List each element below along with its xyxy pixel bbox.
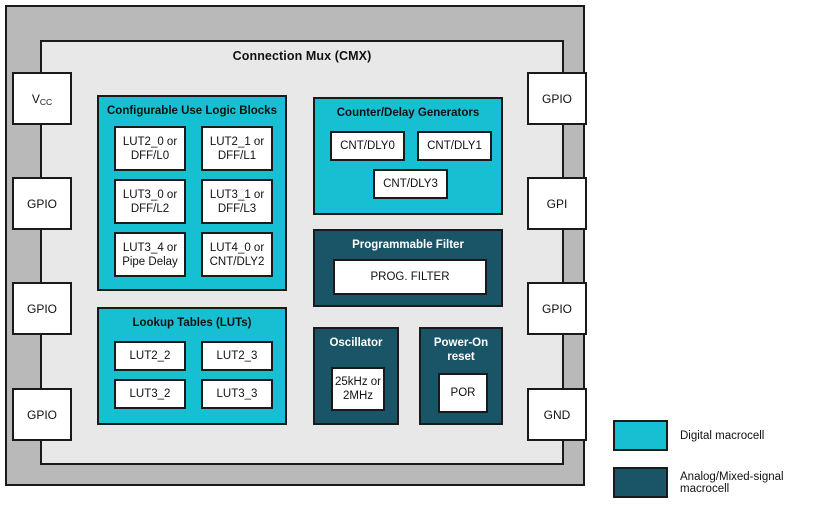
pin-pad-left-gpio: GPIO: [12, 388, 72, 441]
macrocell-block: LUT3_2: [114, 379, 186, 409]
legend-swatch-analog: [613, 467, 668, 498]
macrocell-block: LUT3_0 or DFF/L2: [114, 179, 186, 224]
legend-swatch-digital: [613, 420, 668, 451]
macrocell-block: LUT4_0 or CNT/DLY2: [201, 232, 273, 277]
macrocell-block: LUT2_3: [201, 341, 273, 371]
pin-pad-right-gpio: GPIO: [527, 72, 587, 125]
group-title-luts: Lookup Tables (LUTs): [132, 317, 252, 329]
group-title-progfilter: Programmable Filter: [352, 239, 464, 251]
legend-label: Analog/Mixed-signal macrocell: [680, 470, 784, 495]
legend-item-digital: Digital macrocell: [613, 420, 825, 451]
pin-pad-right-gpi: GPI: [527, 177, 587, 230]
pin-label: GPIO: [26, 301, 57, 316]
macrocell-block: LUT2_0 or DFF/L0: [114, 126, 186, 171]
group-title-oscillator: Oscillator: [329, 337, 383, 349]
pin-label: GPIO: [26, 196, 57, 211]
pin-label: GND: [543, 407, 571, 422]
pin-label-subscript: CC: [39, 96, 53, 107]
macrocell-block: CNT/DLY0: [330, 131, 405, 161]
macrocell-block: LUT3_3: [201, 379, 273, 409]
legend-label: Digital macrocell: [680, 429, 765, 442]
pin-pad-left-gpio: GPIO: [12, 177, 72, 230]
macrocell-block: CNT/DLY1: [417, 131, 492, 161]
macrocell-block: LUT3_4 or Pipe Delay: [114, 232, 186, 277]
pin-pad-left-vcc: VCC: [12, 72, 72, 125]
macrocell-block: LUT3_1 or DFF/L3: [201, 179, 273, 224]
macrocell-block: POR: [438, 373, 488, 413]
pin-label: GPIO: [541, 301, 572, 316]
connection-mux-title: Connection Mux (CMX): [232, 49, 372, 63]
group-title-clb: Configurable Use Logic Blocks: [107, 105, 277, 117]
macrocell-block: 25kHz or 2MHz: [331, 367, 385, 411]
pin-pad-right-gnd: GND: [527, 388, 587, 441]
macrocell-block: LUT2_2: [114, 341, 186, 371]
macrocell-block: LUT2_1 or DFF/L1: [201, 126, 273, 171]
pin-pad-right-gpio: GPIO: [527, 282, 587, 335]
macrocell-group-oscillator: Oscillator 25kHz or 2MHz: [313, 327, 399, 425]
pin-label: GPIO: [26, 407, 57, 422]
pin-label: GPIO: [541, 91, 572, 106]
pin-pad-left-gpio: GPIO: [12, 282, 72, 335]
group-title-por: Power-On reset: [433, 337, 489, 363]
macrocell-block: PROG. FILTER: [333, 259, 487, 295]
pin-label: VCC: [31, 91, 53, 107]
pin-label: GPI: [546, 196, 568, 211]
group-title-counters: Counter/Delay Generators: [336, 107, 480, 119]
macrocell-block: CNT/DLY3: [373, 169, 448, 199]
legend-item-analog: Analog/Mixed-signal macrocell: [613, 467, 825, 498]
chip-outer-frame: Connection Mux (CMX) VCC GPIO GPIO GPIO GPI…: [5, 5, 587, 486]
